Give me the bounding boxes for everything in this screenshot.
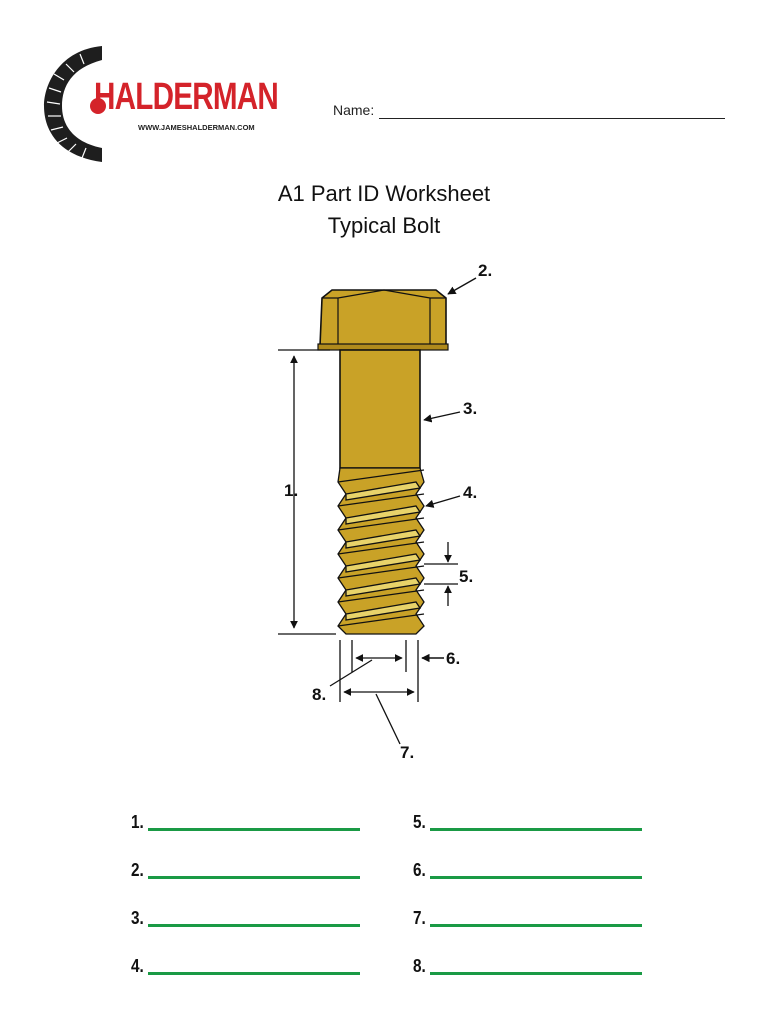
answer-line[interactable] <box>148 924 360 927</box>
answer-line[interactable] <box>430 828 642 831</box>
answer-3[interactable]: 3. <box>131 908 371 932</box>
callout-8: 8. <box>312 685 326 704</box>
name-underline[interactable] <box>379 118 725 119</box>
callout-2: 2. <box>478 261 492 280</box>
answer-line[interactable] <box>430 924 642 927</box>
answer-number: 2. <box>131 860 144 880</box>
answer-8[interactable]: 8. <box>413 956 653 980</box>
callout-4: 4. <box>463 483 477 502</box>
callout-1: 1. <box>284 481 298 500</box>
answer-7[interactable]: 7. <box>413 908 653 932</box>
tire-icon <box>44 46 106 162</box>
answer-line[interactable] <box>148 972 360 975</box>
logo-wordmark: HALDERMAN <box>94 76 279 118</box>
callout-7: 7. <box>400 743 414 762</box>
answer-line[interactable] <box>148 828 360 831</box>
answer-2[interactable]: 2. <box>131 860 371 884</box>
answer-line[interactable] <box>148 876 360 879</box>
answer-1[interactable]: 1. <box>131 812 371 836</box>
bolt-diagram: 1. 2. 3. 4. 5. 6. 8. 7. <box>278 261 492 762</box>
bolt-head <box>317 289 449 351</box>
name-label: Name: <box>333 102 375 118</box>
callout-5: 5. <box>459 567 473 586</box>
bolt-shank <box>339 349 421 469</box>
length-dimension <box>278 349 336 635</box>
logo: HALDERMAN WWW.JAMESHALDERMAN.COM <box>40 44 279 164</box>
answer-number: 8. <box>413 956 426 976</box>
worksheet-title: A1 Part ID Worksheet <box>277 181 491 206</box>
answer-line[interactable] <box>430 972 642 975</box>
answer-number: 4. <box>131 956 144 976</box>
answer-6[interactable]: 6. <box>413 860 653 884</box>
callout-3: 3. <box>463 399 477 418</box>
answer-4[interactable]: 4. <box>131 956 371 980</box>
answer-number: 7. <box>413 908 426 928</box>
answer-5[interactable]: 5. <box>413 812 653 836</box>
answer-line[interactable] <box>430 876 642 879</box>
answer-number: 5. <box>413 812 426 832</box>
answer-number: 6. <box>413 860 426 880</box>
logo-url: WWW.JAMESHALDERMAN.COM <box>138 123 255 132</box>
bolt-threads <box>337 467 425 635</box>
worksheet-subtitle: Typical Bolt <box>327 213 441 238</box>
answer-number: 3. <box>131 908 144 928</box>
callout-6: 6. <box>446 649 460 668</box>
answer-number: 1. <box>131 812 144 832</box>
name-field[interactable]: Name: <box>333 102 725 122</box>
